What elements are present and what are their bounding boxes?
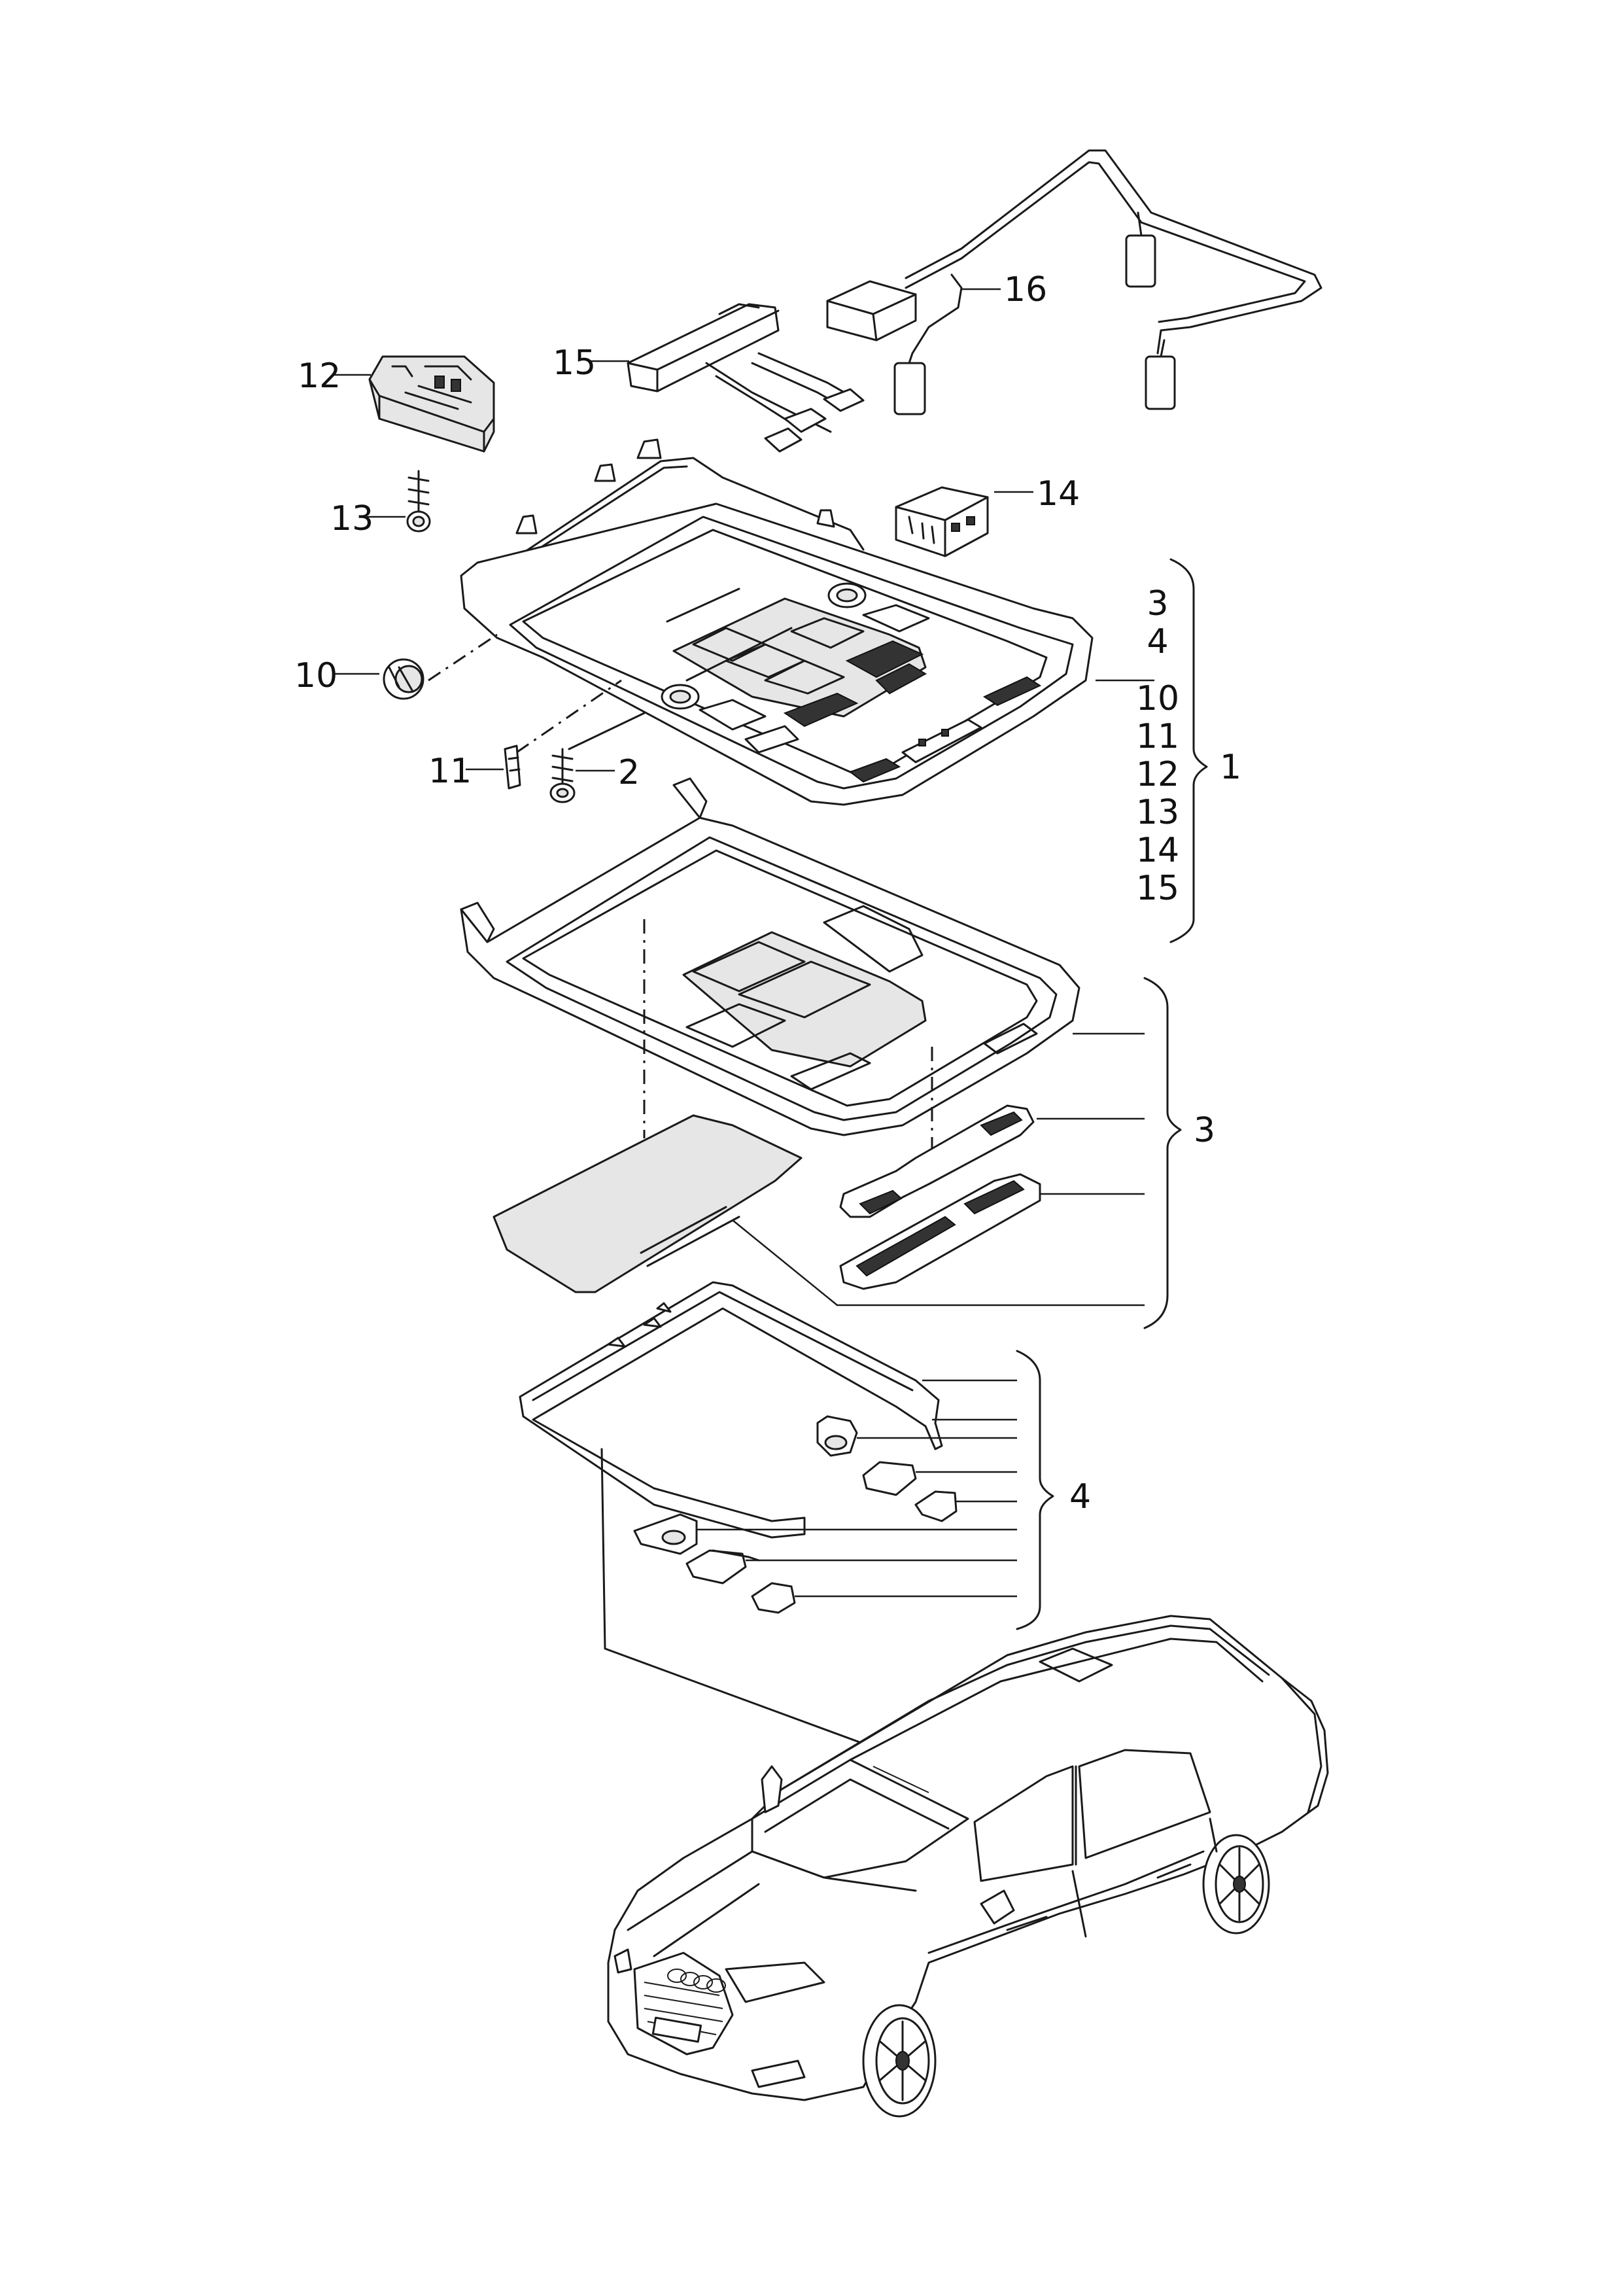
callout-1: 1 bbox=[1220, 748, 1241, 787]
grille-cover-lower[interactable] bbox=[839, 1173, 1041, 1290]
group1-item: 4 bbox=[1147, 622, 1168, 661]
group1-item: 3 bbox=[1147, 584, 1168, 623]
location-leader bbox=[600, 1448, 927, 1768]
callout-14: 14 bbox=[1037, 474, 1080, 514]
group1-item: 10 bbox=[1136, 679, 1179, 718]
alignment-line-2 bbox=[568, 712, 646, 750]
callout-4: 4 bbox=[1069, 1477, 1091, 1516]
reading-light-unit[interactable] bbox=[368, 355, 495, 453]
screw-13[interactable] bbox=[406, 470, 431, 533]
part-11-retainer[interactable] bbox=[504, 745, 521, 790]
callout-3: 3 bbox=[1194, 1111, 1215, 1150]
callout-10: 10 bbox=[294, 656, 337, 695]
screw-2[interactable] bbox=[549, 748, 576, 803]
cover-panel-large[interactable] bbox=[492, 1114, 803, 1293]
callout-2: 2 bbox=[618, 753, 640, 792]
group-1-list: 3 4 10 11 12 13 14 15 bbox=[1136, 584, 1179, 908]
leader-3d bbox=[732, 1219, 1145, 1306]
trim-frame[interactable] bbox=[460, 777, 1080, 1136]
part-10-clip[interactable] bbox=[383, 658, 424, 700]
group1-item: 14 bbox=[1136, 831, 1179, 870]
car-illustration bbox=[607, 1615, 1329, 2118]
headliner-frame[interactable] bbox=[519, 1281, 943, 1539]
control-module[interactable] bbox=[627, 303, 865, 453]
callout-15: 15 bbox=[553, 343, 596, 383]
module-14[interactable] bbox=[895, 486, 989, 557]
alignment-line-11 bbox=[516, 679, 622, 754]
bracket-group-1 bbox=[1169, 558, 1208, 943]
callout-13: 13 bbox=[330, 499, 373, 538]
group1-item: 15 bbox=[1136, 869, 1179, 908]
bracket-group-4 bbox=[1016, 1350, 1054, 1630]
callout-16: 16 bbox=[1004, 270, 1047, 309]
alignment-line-10 bbox=[428, 633, 498, 682]
group1-item: 11 bbox=[1136, 717, 1179, 756]
callout-12: 12 bbox=[298, 357, 341, 396]
group1-item: 13 bbox=[1136, 793, 1179, 832]
roof-console-assembly[interactable] bbox=[460, 438, 1094, 806]
trim-caps[interactable] bbox=[633, 1415, 958, 1614]
callout-11: 11 bbox=[428, 752, 472, 791]
bracket-group-3 bbox=[1143, 977, 1182, 1329]
grille-cover-upper[interactable] bbox=[839, 1104, 1035, 1218]
group1-item: 12 bbox=[1136, 755, 1179, 794]
wiring-harness[interactable] bbox=[826, 149, 1322, 415]
